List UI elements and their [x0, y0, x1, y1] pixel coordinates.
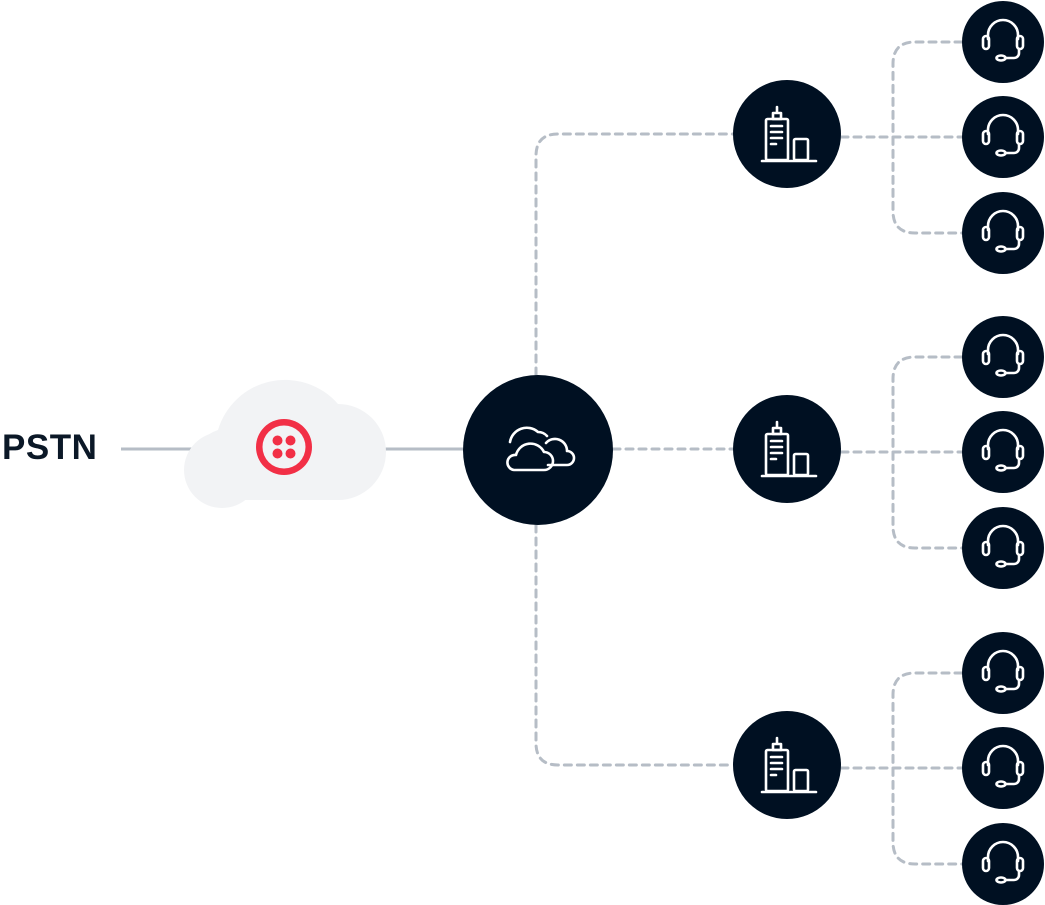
headset-icon: [981, 113, 1025, 157]
site-to-agent-connector: [891, 40, 964, 235]
agent-node: [962, 192, 1044, 274]
agent-node: [962, 632, 1044, 714]
headset-ear-left-glyph: [981, 129, 991, 146]
headset-mic-arm-glyph: [1004, 47, 1021, 60]
cloud-front-glyph: [506, 442, 555, 472]
headset-mic-glyph: [995, 54, 1007, 62]
headset-mic-arm-glyph: [1004, 238, 1021, 251]
agent-node: [962, 727, 1044, 809]
agent-node: [962, 316, 1044, 398]
agent-circle: [962, 823, 1044, 905]
provider-cloud-lobe: [184, 432, 260, 508]
agent-circle: [962, 96, 1044, 178]
cloud-top-glyph: [508, 426, 549, 444]
headset-mic-glyph: [995, 685, 1007, 693]
headset-mic-glyph: [995, 149, 1007, 157]
agent-circle: [962, 1, 1044, 83]
building-windows-glyph: [769, 439, 784, 461]
agent-circle: [962, 411, 1044, 493]
hub-to-site-connector: [534, 523, 735, 767]
headset-band-glyph: [986, 209, 1020, 232]
twilio-logo-icon: [256, 419, 312, 475]
building-icon: [760, 105, 818, 163]
building-windows-glyph: [769, 755, 784, 777]
headset-mic-arm-glyph: [1004, 362, 1021, 375]
site-to-agent-connector: [891, 355, 964, 550]
logo-inner: [262, 425, 306, 469]
headset-mic-glyph: [995, 369, 1007, 377]
headset-mic-glyph: [995, 464, 1007, 472]
logo-dot: [272, 435, 283, 446]
building-windows-glyph: [769, 124, 784, 146]
agent-node: [962, 411, 1044, 493]
headset-mic-glyph: [995, 876, 1007, 884]
connectors: [121, 40, 964, 866]
nodes: [184, 1, 1044, 905]
pstn-label: PSTN: [2, 428, 98, 467]
headset-ear-left-glyph: [981, 856, 991, 873]
headset-mic-arm-glyph: [1004, 678, 1021, 691]
headset-ear-left-glyph: [981, 34, 991, 51]
hub-to-site-connector: [534, 132, 735, 377]
headset-icon: [981, 209, 1025, 253]
agent-node: [962, 507, 1044, 589]
agent-circle: [962, 727, 1044, 809]
building-icon: [760, 736, 818, 794]
headset-band-glyph: [986, 428, 1020, 451]
headset-ear-left-glyph: [981, 349, 991, 366]
headset-band-glyph: [986, 333, 1020, 356]
agent-circle: [962, 507, 1044, 589]
headset-band-glyph: [986, 744, 1020, 767]
headset-icon: [981, 333, 1025, 377]
headset-icon: [981, 524, 1025, 568]
agent-node: [962, 823, 1044, 905]
headset-ear-left-glyph: [981, 540, 991, 557]
agent-node: [962, 96, 1044, 178]
headset-band-glyph: [986, 649, 1020, 672]
headset-mic-glyph: [995, 560, 1007, 568]
agent-circle: [962, 316, 1044, 398]
headset-mic-arm-glyph: [1004, 773, 1021, 786]
headset-ear-left-glyph: [981, 444, 991, 461]
headset-ear-left-glyph: [981, 665, 991, 682]
headset-band-glyph: [986, 840, 1020, 863]
headset-ear-left-glyph: [981, 760, 991, 777]
hub-node: [463, 375, 613, 525]
headset-mic-arm-glyph: [1004, 142, 1021, 155]
logo-dot: [285, 448, 296, 459]
hub-circle: [463, 375, 613, 525]
headset-mic-arm-glyph: [1004, 553, 1021, 566]
cloud-icon: [506, 426, 576, 472]
logo-dot: [285, 435, 296, 446]
agent-node: [962, 1, 1044, 83]
headset-icon: [981, 18, 1025, 62]
headset-mic-glyph: [995, 245, 1007, 253]
headset-band-glyph: [986, 113, 1020, 136]
agent-circle: [962, 192, 1044, 274]
headset-band-glyph: [986, 18, 1020, 41]
provider-cloud: [184, 379, 386, 508]
headset-ear-left-glyph: [981, 225, 991, 242]
site-node: [733, 711, 841, 819]
headset-mic-glyph: [995, 780, 1007, 788]
building-icon: [760, 420, 818, 478]
headset-icon: [981, 428, 1025, 472]
agent-circle: [962, 632, 1044, 714]
site-node: [733, 80, 841, 188]
headset-icon: [981, 840, 1025, 884]
headset-band-glyph: [986, 524, 1020, 547]
cloud-back-glyph: [544, 437, 576, 467]
logo-dot: [272, 448, 283, 459]
headset-icon: [981, 744, 1025, 788]
site-node: [733, 395, 841, 503]
site-to-agent-connector: [891, 671, 964, 866]
headset-mic-arm-glyph: [1004, 869, 1021, 882]
headset-icon: [981, 649, 1025, 693]
headset-mic-arm-glyph: [1004, 457, 1021, 470]
